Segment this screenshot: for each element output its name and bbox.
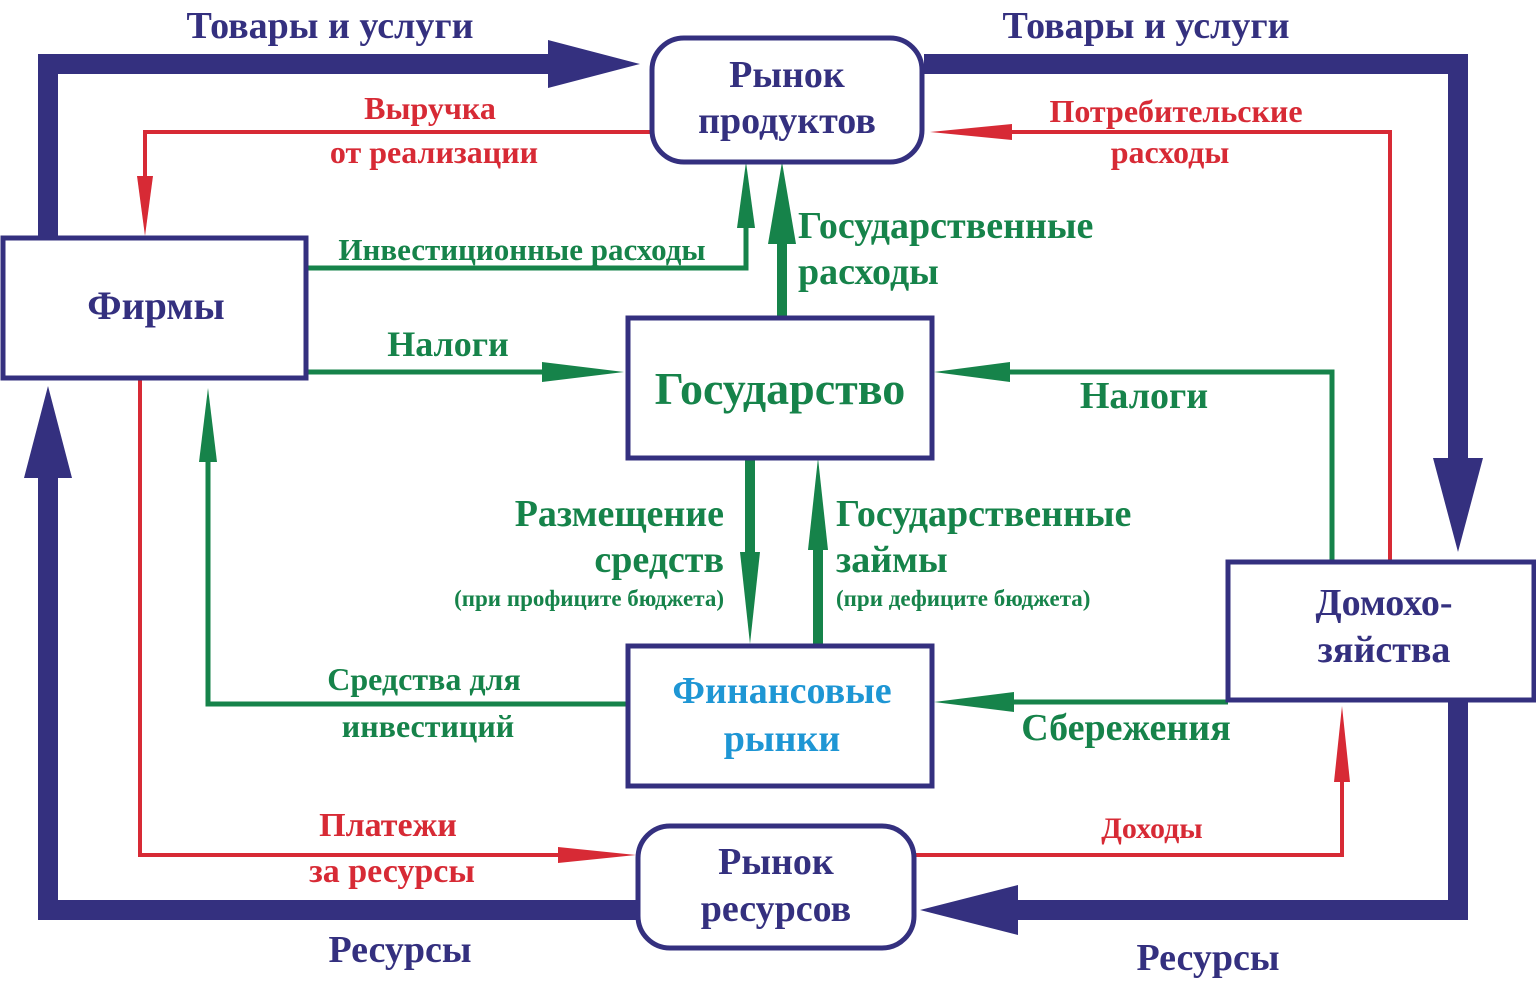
- resources-flow-left-line: [38, 478, 640, 920]
- investment-funds-label-line1: Средства для: [327, 661, 521, 697]
- resources-label-right: Ресурсы: [1136, 937, 1279, 979]
- resource-market-label-line2: ресурсов: [701, 888, 851, 930]
- firms-box: [0, 235, 309, 381]
- consumer-spending-arrow: [930, 124, 1012, 140]
- investment-spending-arrow: [737, 162, 755, 228]
- firms-label: Фирмы: [87, 283, 225, 328]
- gov-loans-label-line2: займы: [836, 539, 948, 581]
- financial-markets-label-line1: Финансовые: [672, 670, 891, 712]
- resources-arrow-to-firms: [24, 386, 72, 478]
- placement-label-line1: Размещение: [515, 493, 724, 535]
- investment-spending-flow-line: [306, 225, 749, 271]
- financial-markets-box: [625, 643, 935, 789]
- product-market-label-line2: продуктов: [698, 100, 876, 142]
- gov-spending-arrow: [768, 162, 796, 244]
- gov-loans-label-line1: Государственные: [836, 493, 1131, 535]
- goods-resources-loop: [38, 54, 1468, 920]
- revenue-flow-line: [143, 130, 650, 178]
- product-market-box: [649, 35, 925, 165]
- gov-spending-label-line1: Государственные: [798, 205, 1093, 247]
- revenue-arrow-to-firms: [137, 176, 153, 236]
- resource-market-box: [635, 823, 917, 951]
- income-label: Доходы: [1101, 812, 1202, 845]
- income-arrow-to-households: [1334, 706, 1350, 782]
- resource-market-label-line1: Рынок: [718, 841, 834, 883]
- taxes-households-label: Налоги: [1080, 375, 1208, 417]
- resources-label-left: Ресурсы: [328, 929, 471, 971]
- taxes-firms-label: Налоги: [387, 324, 509, 364]
- placement-label-line2: средств: [594, 539, 724, 581]
- investment-funds-flow-line: [205, 460, 628, 707]
- payments-label-line1: Платежи: [319, 807, 457, 844]
- resources-flow-right-line: [1012, 700, 1468, 920]
- goods-flow-right-line: [924, 54, 1468, 460]
- households-label-line1: Домохо-: [1315, 582, 1452, 624]
- government-box: [625, 315, 935, 461]
- goods-arrow-to-product-market: [548, 40, 640, 88]
- payments-flow-line: [138, 378, 560, 857]
- gov-loans-arrow: [808, 458, 828, 550]
- investment-spending-label: Инвестиционные расходы: [338, 232, 705, 267]
- investment-funds-arrow: [199, 388, 217, 462]
- goods-services-label-right: Товары и услуги: [1002, 5, 1289, 47]
- goods-services-label-left: Товары и услуги: [186, 5, 473, 47]
- goods-flow-left-line: [38, 54, 552, 240]
- gov-spending-label-line2: расходы: [798, 251, 939, 293]
- financial-markets-label-line2: рынки: [724, 718, 841, 760]
- households-label-line2: зяйства: [1318, 629, 1451, 671]
- income-flow-line: [916, 780, 1344, 857]
- consumer-spending-label-line1: Потребительские: [1049, 93, 1302, 129]
- goods-arrow-to-households: [1433, 458, 1483, 552]
- taxes-households-arrow: [934, 362, 1010, 382]
- placement-note: (при профиците бюджета): [454, 586, 724, 611]
- savings-label: Сбережения: [1021, 707, 1231, 749]
- gov-loans-note: (при дефиците бюджета): [836, 586, 1090, 611]
- taxes-firms-arrow: [542, 362, 624, 382]
- placement-arrow: [740, 552, 760, 644]
- resources-arrow-to-resource-market: [920, 885, 1018, 935]
- product-market-label-line1: Рынок: [729, 54, 845, 96]
- taxes-households-flow-line: [1008, 369, 1335, 560]
- government-label: Государство: [655, 363, 906, 414]
- savings-arrow: [934, 692, 1014, 712]
- consumer-spending-label-line2: расходы: [1111, 134, 1230, 170]
- investment-funds-label-line2: инвестиций: [342, 708, 514, 744]
- consumer-spending-flow-line: [1010, 130, 1392, 560]
- payments-arrow-to-resource-market: [558, 847, 636, 863]
- revenue-label-line2: от реализации: [330, 134, 538, 170]
- payments-label-line2: за ресурсы: [309, 853, 475, 890]
- households-box: [1225, 559, 1536, 703]
- revenue-label-line1: Выручка: [364, 90, 496, 126]
